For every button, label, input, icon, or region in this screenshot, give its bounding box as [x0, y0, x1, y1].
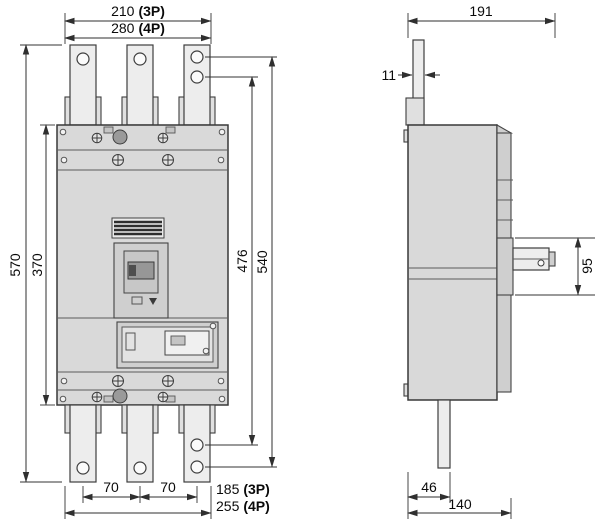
terminal-screw-icon [157, 391, 169, 403]
handle-tip [548, 251, 556, 267]
front-top-terminals [64, 44, 216, 128]
handle-hole [537, 259, 545, 267]
rating-label [111, 217, 165, 239]
dim-body-height: 370 [29, 253, 45, 277]
dim-strap-offset: 46 [421, 479, 437, 495]
side-terminal-base [405, 97, 425, 126]
cover-screw-icon [162, 375, 174, 387]
dim-pole-pitch-left: 70 [103, 479, 119, 495]
dim-width-3p: 210(3P) [111, 3, 165, 19]
corner-hole [60, 156, 68, 164]
terminal-screw-icon [91, 132, 103, 144]
dim-bottom-3p: 185(3P) [216, 481, 270, 497]
case-slot [103, 126, 114, 134]
operating-handle [113, 242, 169, 319]
corner-hole [59, 395, 67, 403]
terminal-hole [190, 70, 204, 84]
front-bottom-terminals [64, 404, 216, 483]
dim-strap-thickness: 11 [381, 67, 396, 83]
cover-screw-icon [112, 375, 124, 387]
corner-hole [60, 377, 68, 385]
terminal-hole [190, 50, 204, 64]
case-slot [103, 395, 114, 403]
side-view [403, 39, 556, 469]
front-dimensions: 210(3P) 280(4P) 570 370 476 540 70 70 18 [7, 3, 277, 519]
front-view [56, 44, 229, 483]
accessory-hole [209, 322, 217, 330]
dim-hole-span-outer: 540 [254, 250, 270, 274]
on-off-marker-icon [149, 298, 157, 305]
dim-body-depth: 140 [448, 496, 472, 512]
trip-button [131, 296, 143, 305]
top-terminal-strap [69, 44, 97, 126]
dim-width-4p: 280(4P) [111, 20, 165, 36]
corner-hole [218, 128, 226, 136]
terminal-hole [190, 460, 204, 474]
accessory-cover [116, 321, 219, 369]
accessory-hole [202, 347, 210, 355]
terminal-hole [76, 461, 90, 475]
corner-hole [217, 156, 225, 164]
dim-handle-height: 95 [579, 258, 595, 274]
breaker-body-side [407, 124, 498, 401]
cover-knob [112, 129, 128, 145]
side-dimensions: 191 11 95 46 140 [381, 3, 595, 519]
terminal-screw-icon [91, 391, 103, 403]
terminal-screw-icon [157, 132, 169, 144]
dim-hole-span-inner: 476 [234, 249, 250, 273]
dim-pole-pitch-right: 70 [160, 479, 176, 495]
dim-overall-height: 570 [7, 253, 23, 277]
terminal-hole [76, 52, 90, 66]
front-plate-chamfer [496, 124, 514, 134]
cover-knob [112, 388, 128, 404]
side-bottom-terminal [437, 399, 451, 469]
cover-screw-icon [112, 154, 124, 166]
terminal-hole [133, 52, 147, 66]
dim-depth-overall: 191 [469, 3, 493, 19]
front-body [56, 124, 229, 406]
terminal-hole [133, 461, 147, 475]
case-slot [165, 126, 176, 134]
corner-hole [59, 128, 67, 136]
dim-bottom-4p: 255(4P) [216, 498, 270, 514]
handle-escutcheon [496, 237, 514, 296]
corner-hole [218, 395, 226, 403]
cover-screw-icon [162, 154, 174, 166]
corner-hole [217, 377, 225, 385]
terminal-hole [190, 438, 204, 452]
